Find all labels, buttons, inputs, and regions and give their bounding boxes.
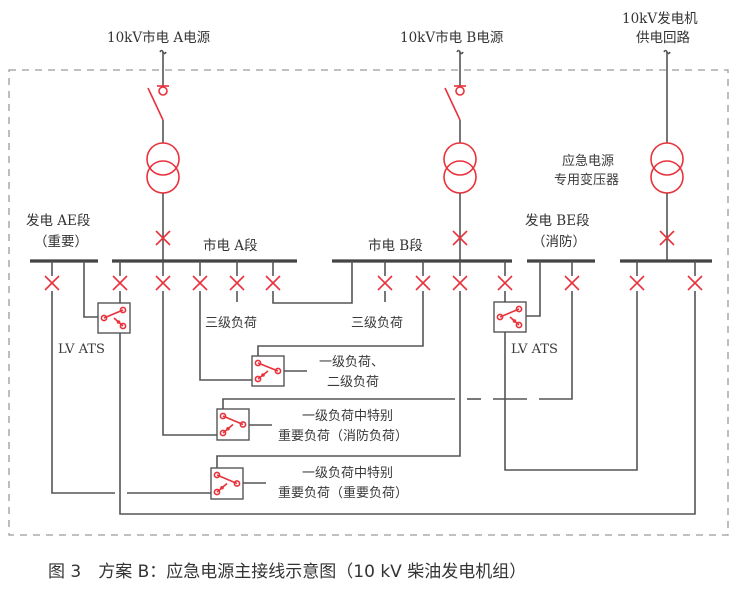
feeder-breaker-icon: [415, 261, 431, 291]
transformer-a-icon: [146, 142, 180, 194]
generator-incomer: 10kV发电机 供电回路 应急电源 专用变压器: [554, 11, 698, 261]
feeder-breaker-icon: [629, 261, 645, 291]
source-a-incomer: 10kV市电 A电源: [107, 29, 211, 261]
feeder-wiring: [51, 261, 696, 515]
source-b-incomer: 10kV市电 B电源: [400, 29, 504, 261]
load-fire-label-line2: 重要负荷（消防负荷）: [278, 428, 408, 444]
wire-a-b-tie: [272, 261, 353, 304]
figure-caption: 图 3 方案 B：应急电源主接线示意图（10 kV 柴油发电机组）: [48, 562, 526, 582]
feeder-breaker-icon: [452, 261, 468, 291]
bus-ae-label-line2: （重要）: [34, 234, 88, 250]
wire-b-to-vital-ats: [216, 291, 461, 470]
wire-be-to-right-ats: [524, 261, 541, 317]
bus-b-label: 市电 B段: [368, 237, 423, 254]
feeder-breaker-icon: [687, 261, 703, 291]
source-a-switch-icon: [147, 87, 164, 121]
feeder-breakers: [44, 261, 703, 291]
load-tier12-label-line2: 二级负荷: [327, 375, 379, 390]
wire-b-to-tier12-ats: [257, 291, 424, 358]
wire-right-ats-output: [504, 291, 638, 471]
feeder-breaker-icon: [497, 261, 513, 291]
wire-a-to-fire-ats: [162, 291, 223, 436]
emergency-transformer-label-line2: 专用变压器: [554, 172, 619, 188]
ats-blade-icon: [222, 415, 244, 426]
ats-right-label: LV ATS: [511, 342, 558, 357]
load-vital-label-line2: 重要负荷（重要负荷）: [278, 485, 408, 501]
feeder-breaker-icon: [155, 261, 171, 291]
ats-blade-icon: [103, 309, 124, 319]
ats-blade-icon: [499, 308, 520, 318]
wire-ae-to-vital-ats: [51, 291, 115, 494]
feeder-breaker-icon: [377, 261, 393, 291]
load-tier3-a-label: 三级负荷: [205, 316, 257, 331]
bus-a-label: 市电 A段: [203, 237, 258, 254]
bus-ae-label-line1: 发电 AE段: [26, 213, 90, 229]
source-b-label: 10kV市电 B电源: [400, 29, 504, 46]
wire-left-ats-output: [119, 291, 696, 515]
load-tier3-b-label: 三级负荷: [351, 316, 403, 331]
feeder-breaker-icon: [564, 261, 580, 291]
ats-right-unit: [493, 301, 527, 333]
bus-be-label-line1: 发电 BE段: [525, 213, 590, 229]
feeder-breaker-icon: [265, 261, 281, 291]
feeder-breaker-icon: [229, 261, 245, 291]
emergency-transformer-label-line1: 应急电源: [562, 153, 614, 169]
transformer-b-icon: [443, 142, 477, 194]
wire-be-to-fire-ats: [539, 291, 573, 400]
switchgear-boundary: [8, 69, 729, 536]
feeder-breaker-icon: [44, 261, 60, 291]
feeder-breaker-icon: [112, 261, 128, 291]
ats-vital-unit: [210, 467, 244, 500]
ats-fire-unit: [216, 408, 250, 441]
wire-a-to-tier12-ats: [199, 291, 258, 381]
ats-blade-icon: [257, 362, 279, 372]
source-b-switch-icon: [444, 87, 461, 121]
breaker-incomer-b-icon: [452, 230, 468, 246]
ats-blade-icon: [216, 474, 238, 485]
feeder-breaker-icon: [192, 261, 208, 291]
load-tier12-label-line1: 一级负荷、: [319, 355, 384, 370]
ats-left-unit: [97, 302, 131, 334]
emergency-transformer-icon: [650, 142, 684, 194]
source-a-label: 10kV市电 A电源: [107, 29, 211, 46]
bus-be-label-line2: （消防）: [532, 234, 586, 250]
generator-label-line2: 供电回路: [636, 30, 690, 46]
breaker-incomer-gen-icon: [659, 230, 675, 246]
load-fire-label-line1: 一级负荷中特别: [302, 409, 393, 424]
ats-left-label: LV ATS: [58, 342, 105, 357]
load-vital-label-line1: 一级负荷中特别: [302, 466, 393, 481]
generator-label-line1: 10kV发电机: [622, 11, 698, 27]
breaker-incomer-a-icon: [155, 230, 171, 246]
ats-tier12-unit: [251, 355, 285, 387]
